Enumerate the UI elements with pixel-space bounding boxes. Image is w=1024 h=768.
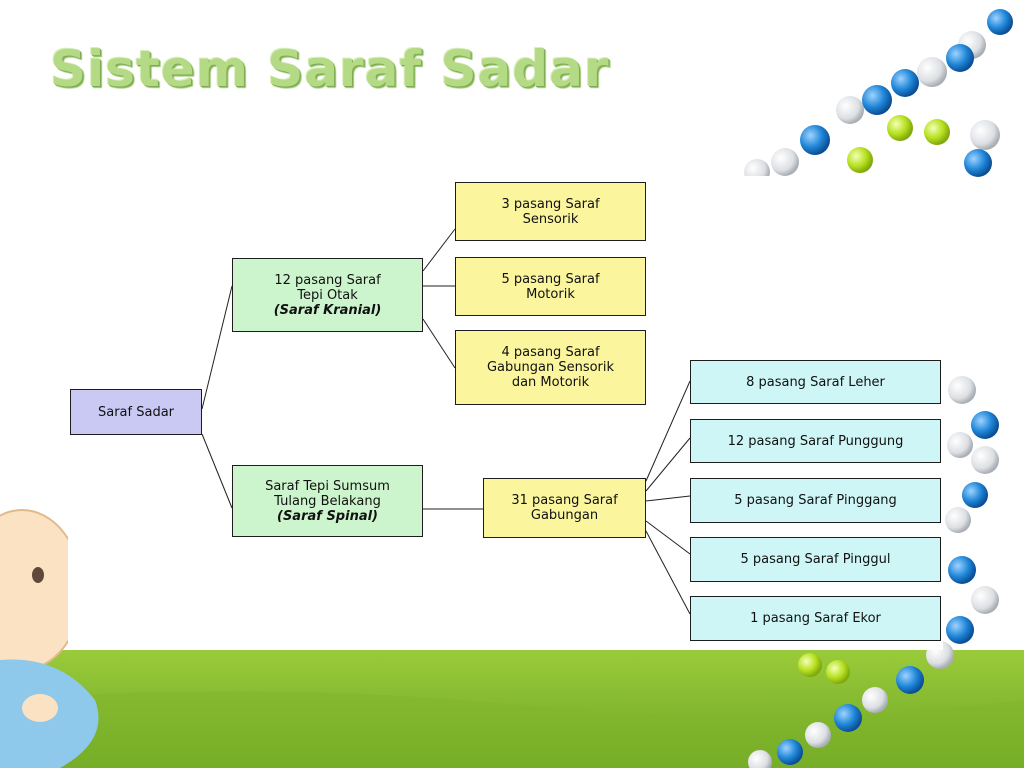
connector-leaf-ekor: [645, 530, 691, 615]
node-label: Saraf Sadar: [97, 404, 175, 420]
connector-cranial-sensorik: [422, 228, 456, 272]
connector-leaf-punggung: [645, 437, 691, 492]
baby-illustration: [0, 509, 99, 768]
node-label-line2: Gabungan Sensorik: [486, 360, 615, 375]
node-label: 12 pasang Saraf Punggung: [727, 433, 904, 449]
connector-root-cranial: [201, 285, 233, 410]
connector-root-spinal: [201, 433, 233, 509]
node-saraf-punggung: 12 pasang Saraf Punggung: [690, 419, 941, 463]
connector-leaf-pinggang: [645, 495, 691, 502]
node-saraf-kranial: 12 pasang Saraf Tepi Otak (Saraf Kranial…: [232, 258, 423, 332]
node-label-line1: 5 pasang Saraf: [501, 271, 600, 287]
node-label: 5 pasang Saraf Pinggul: [740, 552, 891, 567]
node-label-line1: 31 pasang Saraf: [511, 493, 618, 508]
node-saraf-sadar: Saraf Sadar: [70, 389, 202, 435]
node-saraf-ekor: 1 pasang Saraf Ekor: [690, 596, 941, 641]
node-label-line2: Motorik: [526, 286, 575, 302]
node-label-line2: Gabungan: [530, 508, 599, 523]
node-label-line2: Sensorik: [522, 211, 579, 227]
node-sensorik: 3 pasang Saraf Sensorik: [455, 182, 646, 241]
node-label-line2: Tulang Belakang: [274, 493, 381, 509]
connector-leaf-leher: [645, 380, 691, 482]
node-label-line2: Tepi Otak: [297, 287, 358, 303]
connector-cranial-gabungan: [422, 318, 456, 369]
node-label-line1: 3 pasang Saraf: [501, 196, 600, 212]
dna-helix-decoration: [744, 9, 1013, 768]
node-label-line1: 12 pasang Saraf: [274, 272, 381, 288]
node-saraf-pinggang: 5 pasang Saraf Pinggang: [690, 478, 941, 523]
node-gabungan-sensorik-motorik: 4 pasang Saraf Gabungan Sensorik dan Mot…: [455, 330, 646, 405]
node-label: 1 pasang Saraf Ekor: [750, 611, 881, 626]
slide-title: Sistem Saraf Sadar: [50, 40, 610, 98]
connector-lines: [201, 228, 691, 615]
node-saraf-leher: 8 pasang Saraf Leher: [690, 360, 941, 404]
node-label: 5 pasang Saraf Pinggang: [734, 493, 897, 508]
node-spinal-gabungan: 31 pasang Saraf Gabungan: [483, 478, 646, 538]
hierarchy-diagram: Saraf Sadar 12 pasang Saraf Tepi Otak (S…: [68, 176, 943, 650]
connector-leaf-pinggul: [645, 520, 691, 555]
node-label-line3: dan Motorik: [511, 375, 590, 390]
node-label: 8 pasang Saraf Leher: [746, 374, 885, 390]
node-label-line3: (Saraf Kranial): [273, 302, 382, 318]
node-motorik: 5 pasang Saraf Motorik: [455, 257, 646, 316]
node-saraf-spinal: Saraf Tepi Sumsum Tulang Belakang (Saraf…: [232, 465, 423, 537]
node-label-line3: (Saraf Spinal): [277, 508, 378, 524]
node-label-line1: 4 pasang Saraf: [501, 345, 600, 360]
node-label-line1: Saraf Tepi Sumsum: [265, 478, 390, 494]
node-saraf-pinggul: 5 pasang Saraf Pinggul: [690, 537, 941, 582]
